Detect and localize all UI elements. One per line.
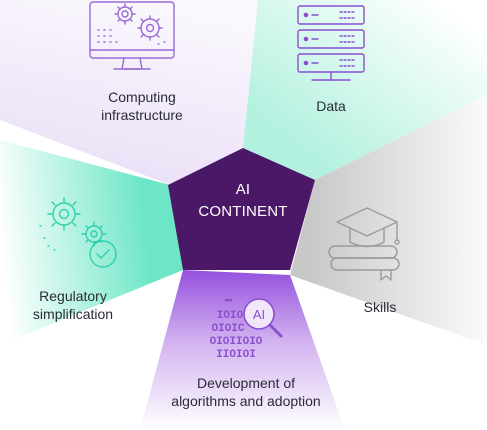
label-development-line1: Development of: [196, 375, 296, 391]
label-development-line2: algorithms and adoption: [171, 393, 321, 409]
server-stack-icon: [297, 5, 365, 81]
label-data: Data: [316, 98, 346, 114]
center-title-line2: CONTINENT: [198, 203, 288, 220]
label-computing-line1: Computing: [108, 89, 176, 105]
label-regulatory-line1: Regulatory: [39, 288, 107, 304]
svg-text:OIOIC: OIOIC: [211, 323, 244, 335]
center-pentagon: [168, 148, 315, 270]
svg-text:IOIO: IOIO: [217, 310, 244, 322]
graduation-cap-books-icon: [328, 207, 400, 281]
svg-text:⋯: ⋯: [225, 294, 232, 308]
label-computing-line2: infrastructure: [101, 107, 183, 123]
segment-skills: [290, 95, 487, 345]
binary-ai-magnifier-icon: ⋯ IOIO OIOIC OIOIIOIO IIOIOI AI: [210, 294, 283, 361]
segment-regulatory-simplification: [0, 140, 183, 345]
label-skills: Skills: [363, 299, 397, 315]
segment-development-algorithms: [140, 270, 345, 430]
segment-data: [243, 0, 487, 180]
svg-text:AI: AI: [253, 307, 265, 322]
center-title-line1: AI: [235, 181, 251, 198]
label-regulatory-line2: simplification: [32, 306, 114, 322]
gears-checkmark-icon: [39, 197, 117, 268]
computer-gears-icon: [89, 1, 175, 70]
svg-text:OIOIIOIO: OIOIIOIO: [210, 336, 263, 348]
svg-text:IIOIOI: IIOIOI: [216, 349, 256, 361]
segment-computing-infrastructure: [0, 0, 258, 185]
